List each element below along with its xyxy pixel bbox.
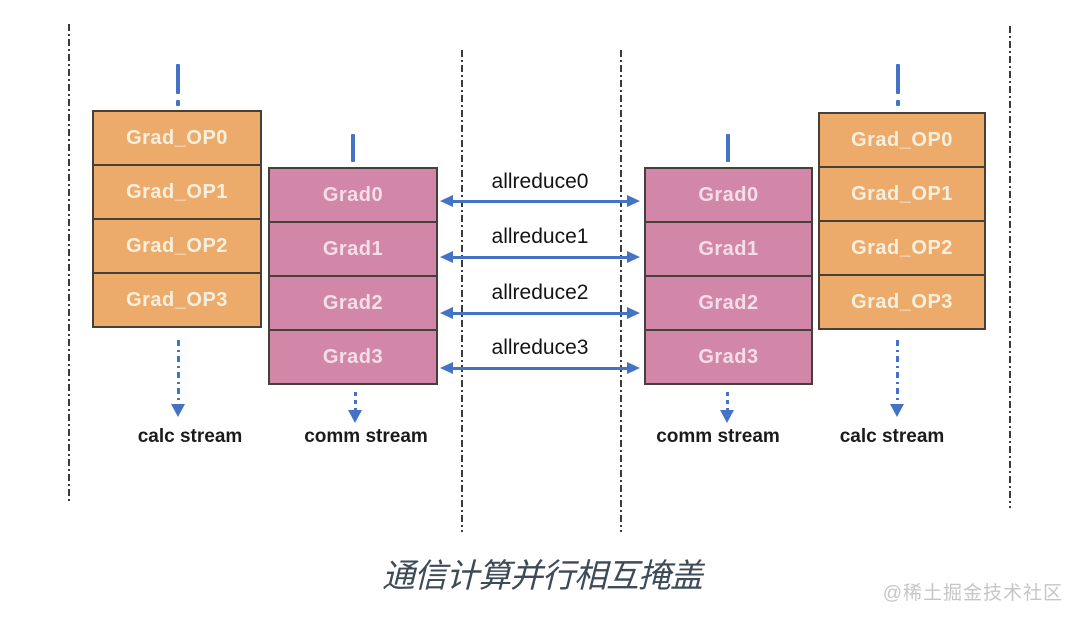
timeline-separator-right bbox=[1009, 26, 1011, 508]
stream-start-tick-icon bbox=[176, 64, 180, 94]
arrowhead-right-icon bbox=[627, 251, 640, 263]
arrowhead-left-icon bbox=[440, 195, 453, 207]
grad-box: Grad0 bbox=[268, 167, 438, 223]
allreduce-label: allreduce3 bbox=[491, 336, 589, 359]
timeline-separator-mid-right bbox=[620, 50, 622, 532]
allreduce-label: allreduce2 bbox=[491, 281, 589, 304]
down-arrowhead-icon bbox=[720, 410, 734, 423]
grad-box: Grad0 bbox=[644, 167, 813, 223]
stream-label-calc-left: calc stream bbox=[137, 426, 243, 447]
grad-box: Grad3 bbox=[268, 329, 438, 385]
arrowhead-right-icon bbox=[627, 362, 640, 374]
grad-op-box: Grad_OP3 bbox=[92, 272, 262, 328]
down-arrowhead-icon bbox=[348, 410, 362, 423]
stream-label-comm-left: comm stream bbox=[304, 426, 428, 447]
down-arrowhead-icon bbox=[890, 404, 904, 417]
down-arrow-icon bbox=[177, 340, 180, 404]
down-arrow-icon bbox=[896, 340, 899, 404]
stream-start-tick-icon bbox=[896, 64, 900, 94]
stream-label-comm-right: comm stream bbox=[656, 426, 780, 447]
grad-op-box: Grad_OP0 bbox=[92, 110, 262, 166]
timeline-separator-left bbox=[68, 24, 70, 504]
down-arrow-icon bbox=[354, 392, 357, 410]
arrowhead-left-icon bbox=[440, 251, 453, 263]
allreduce-arrow bbox=[452, 256, 628, 259]
arrowhead-right-icon bbox=[627, 195, 640, 207]
grad-box: Grad1 bbox=[644, 221, 813, 277]
comm-stream-stack-left: Grad0 Grad1 Grad2 Grad3 bbox=[268, 167, 438, 385]
stream-tick-dot-icon bbox=[176, 100, 180, 106]
comm-stream-stack-right: Grad0 Grad1 Grad2 Grad3 bbox=[644, 167, 813, 385]
grad-op-box: Grad_OP3 bbox=[818, 274, 986, 330]
stream-start-tick-icon bbox=[726, 134, 730, 162]
down-arrow-icon bbox=[726, 392, 729, 410]
grad-box: Grad3 bbox=[644, 329, 813, 385]
grad-op-box: Grad_OP2 bbox=[92, 218, 262, 274]
watermark: @稀土掘金技术社区 bbox=[882, 583, 1063, 604]
arrowhead-left-icon bbox=[440, 307, 453, 319]
grad-box: Grad1 bbox=[268, 221, 438, 277]
stream-start-tick-icon bbox=[351, 134, 355, 162]
calc-stream-stack-left: Grad_OP0 Grad_OP1 Grad_OP2 Grad_OP3 bbox=[92, 110, 262, 328]
stream-label-calc-right: calc stream bbox=[839, 426, 945, 447]
grad-op-box: Grad_OP1 bbox=[92, 164, 262, 220]
arrowhead-right-icon bbox=[627, 307, 640, 319]
calc-stream-stack-right: Grad_OP0 Grad_OP1 Grad_OP2 Grad_OP3 bbox=[818, 112, 986, 330]
stream-tick-dot-icon bbox=[896, 100, 900, 106]
down-arrowhead-icon bbox=[171, 404, 185, 417]
allreduce-arrow bbox=[452, 200, 628, 203]
timeline-separator-mid-left bbox=[461, 50, 463, 532]
allreduce-arrow bbox=[452, 312, 628, 315]
allreduce-label: allreduce1 bbox=[491, 225, 589, 248]
grad-op-box: Grad_OP2 bbox=[818, 220, 986, 276]
allreduce-label: allreduce0 bbox=[491, 170, 589, 193]
grad-box: Grad2 bbox=[644, 275, 813, 331]
grad-op-box: Grad_OP0 bbox=[818, 112, 986, 168]
grad-op-box: Grad_OP1 bbox=[818, 166, 986, 222]
arrowhead-left-icon bbox=[440, 362, 453, 374]
grad-box: Grad2 bbox=[268, 275, 438, 331]
diagram-caption: 通信计算并行相互掩盖 bbox=[382, 557, 703, 594]
allreduce-arrow bbox=[452, 367, 628, 370]
